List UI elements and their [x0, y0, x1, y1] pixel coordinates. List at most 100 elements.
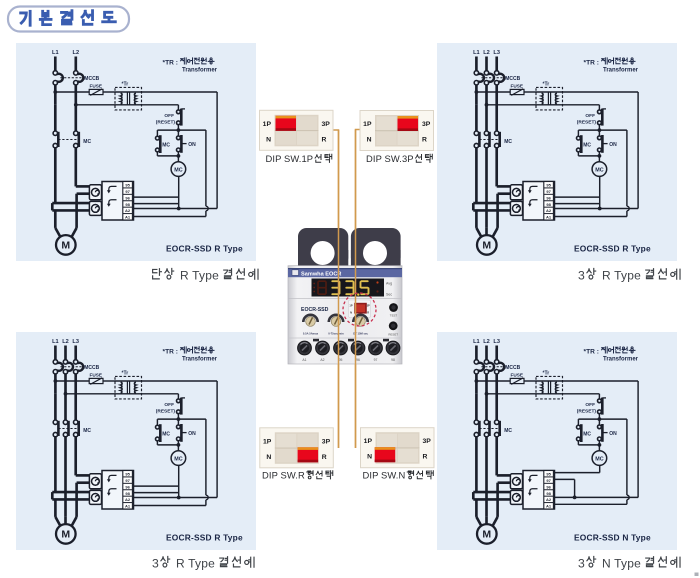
svg-text:95: 95	[125, 183, 130, 188]
svg-text:A2: A2	[125, 208, 131, 213]
svg-text:MC: MC	[174, 456, 182, 462]
svg-text:96: 96	[546, 195, 551, 200]
svg-text:98: 98	[391, 358, 395, 362]
svg-text:ON: ON	[609, 431, 617, 437]
svg-text:*TR :: *TR :	[163, 59, 178, 66]
svg-text:DIP SW.N: DIP SW.N	[363, 470, 406, 481]
svg-text:Samwha EOCR: Samwha EOCR	[301, 272, 341, 278]
svg-text:EOCR-SSD: EOCR-SSD	[301, 307, 329, 313]
svg-text:MCCB: MCCB	[84, 365, 99, 371]
svg-text:OFF: OFF	[164, 402, 174, 408]
svg-text:A1: A1	[125, 504, 131, 509]
svg-text:95: 95	[546, 183, 551, 188]
svg-text:*Tr: *Tr	[122, 371, 129, 377]
svg-text:R Type: R Type	[602, 269, 641, 283]
svg-text:98: 98	[546, 202, 551, 207]
svg-text:N: N	[266, 136, 271, 143]
svg-text:3P: 3P	[367, 304, 370, 308]
svg-text:L2: L2	[73, 50, 80, 56]
svg-text:96: 96	[125, 195, 130, 200]
svg-text:TEST: TEST	[390, 314, 398, 318]
svg-text:OT 15M sec: OT 15M sec	[353, 331, 368, 335]
svg-text:0.5A 5Amax: 0.5A 5Amax	[303, 331, 319, 335]
svg-text:1P: 1P	[349, 304, 352, 308]
svg-text:*TR :: *TR :	[584, 348, 599, 355]
svg-text:97: 97	[546, 478, 551, 483]
svg-text:M: M	[482, 240, 491, 252]
svg-text:RESET: RESET	[388, 333, 398, 337]
svg-text:L3: L3	[72, 339, 79, 345]
svg-text:M: M	[482, 529, 491, 541]
svg-text:FUSE: FUSE	[511, 372, 524, 377]
svg-text:Avg: Avg	[386, 282, 392, 286]
svg-text:3P: 3P	[423, 438, 432, 445]
svg-text:*Tr: *Tr	[122, 82, 129, 88]
svg-text:MC: MC	[504, 428, 512, 434]
svg-text:R: R	[423, 454, 428, 461]
svg-text:N: N	[367, 137, 372, 144]
svg-text:FUSE: FUSE	[90, 372, 103, 377]
svg-text:N: N	[367, 454, 372, 461]
svg-text:1P: 1P	[364, 438, 373, 445]
svg-text:A2: A2	[546, 497, 552, 502]
svg-text:L3: L3	[493, 50, 500, 56]
svg-text:Sec: Sec	[386, 293, 392, 297]
svg-text:ON: ON	[609, 142, 617, 148]
svg-text:1P: 1P	[263, 438, 272, 445]
svg-text:A1: A1	[546, 215, 552, 220]
svg-text:MC: MC	[595, 456, 603, 462]
svg-text:MC: MC	[595, 167, 603, 173]
svg-text:*TR :: *TR :	[163, 348, 178, 355]
svg-text:L2: L2	[62, 339, 69, 345]
svg-text:95: 95	[125, 472, 130, 477]
svg-text:A2: A2	[320, 358, 324, 362]
svg-text:L1: L1	[473, 339, 480, 345]
svg-text:1P: 1P	[263, 121, 272, 128]
svg-text:R: R	[322, 454, 327, 461]
svg-text:FUSE: FUSE	[511, 83, 524, 88]
svg-text:A2: A2	[125, 497, 131, 502]
svg-text:A1: A1	[302, 358, 306, 362]
svg-text:ON: ON	[188, 431, 196, 437]
svg-text:EOCR-SSD N Type: EOCR-SSD N Type	[574, 533, 651, 543]
svg-text:95: 95	[339, 358, 343, 362]
svg-text:ON: ON	[188, 142, 196, 148]
svg-text:3P: 3P	[322, 438, 331, 445]
svg-text:95: 95	[546, 472, 551, 477]
svg-text:R Type: R Type	[176, 557, 215, 571]
svg-text:(RESET): (RESET)	[577, 119, 597, 125]
svg-text:Transformer: Transformer	[182, 357, 218, 363]
svg-text:98: 98	[125, 202, 130, 207]
svg-text:R: R	[322, 136, 327, 143]
svg-text:L1: L1	[52, 50, 59, 56]
svg-text:M: M	[61, 529, 70, 541]
svg-text:M: M	[61, 240, 70, 252]
svg-text:97: 97	[125, 189, 130, 194]
svg-text:(RESET): (RESET)	[156, 119, 176, 125]
svg-text:0-75sec min: 0-75sec min	[328, 331, 344, 335]
svg-text:A1: A1	[125, 215, 131, 220]
svg-text:MC: MC	[174, 167, 182, 173]
svg-text:97: 97	[546, 189, 551, 194]
svg-text:Transformer: Transformer	[182, 68, 218, 74]
svg-text:MC: MC	[162, 431, 170, 437]
svg-text:96: 96	[356, 358, 360, 362]
svg-text:MC: MC	[83, 139, 91, 145]
svg-text:97: 97	[125, 478, 130, 483]
svg-text:DIP SW.3P: DIP SW.3P	[366, 153, 414, 164]
svg-text:N: N	[350, 311, 352, 315]
svg-text:L2: L2	[483, 339, 490, 345]
svg-text:OFF: OFF	[585, 402, 595, 408]
svg-text:EOCR-SSD R Type: EOCR-SSD R Type	[574, 244, 651, 254]
svg-text:Transformer: Transformer	[603, 357, 639, 363]
svg-text:MC: MC	[162, 142, 170, 148]
svg-text:MCCB: MCCB	[84, 76, 99, 82]
svg-text:98: 98	[546, 491, 551, 496]
svg-text:L1: L1	[52, 339, 59, 345]
svg-text:N Type: N Type	[602, 557, 641, 571]
svg-text:EOCR-SSD R Type: EOCR-SSD R Type	[166, 533, 243, 543]
svg-text:MC: MC	[83, 428, 91, 434]
svg-text:MCCB: MCCB	[505, 76, 520, 82]
svg-text:(RESET): (RESET)	[156, 408, 176, 414]
svg-text:3P: 3P	[322, 121, 331, 128]
